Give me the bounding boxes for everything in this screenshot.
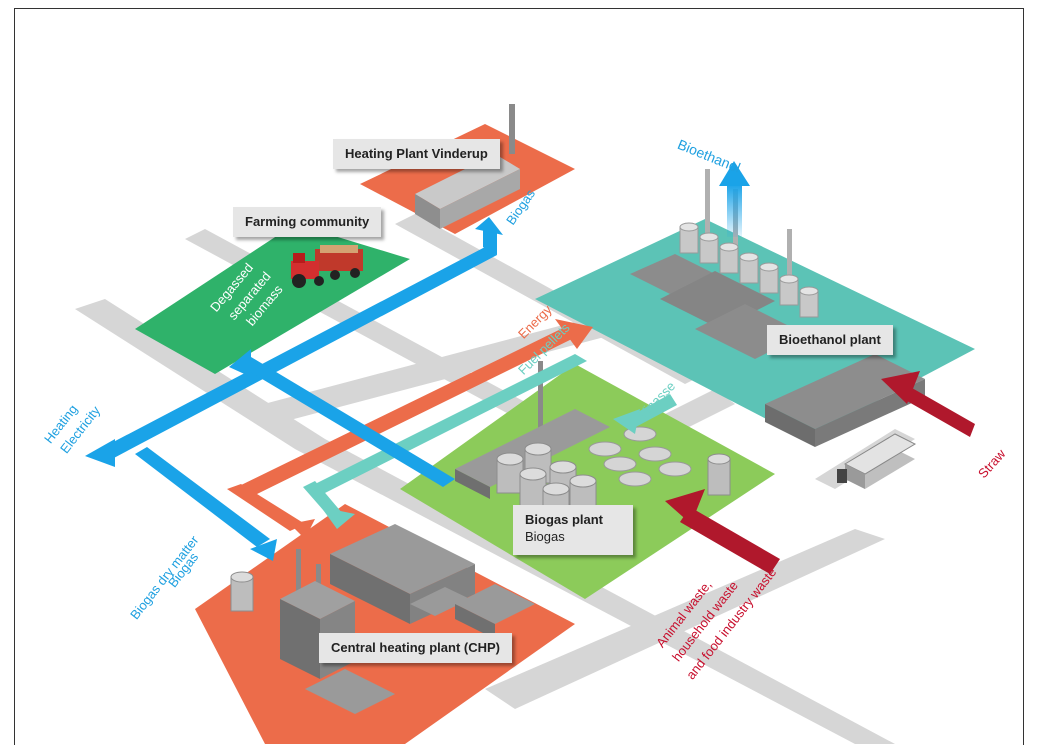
energy-arrow [227, 319, 593, 539]
heating-plant-vinderup-label: Heating Plant Vinderup [333, 139, 500, 169]
chp-area [195, 504, 575, 744]
waste-arrow [665, 489, 780, 574]
straw-arrow [881, 371, 975, 437]
biogas-blue-arrows [85, 217, 503, 561]
bioethanol-up-arrow [719, 161, 750, 237]
biogas-buildings [455, 361, 731, 524]
diagram-frame: Heating Plant Vinderup Farming community… [14, 8, 1024, 745]
bioethanol-tanks [679, 222, 819, 318]
vinasse-arrow [613, 394, 677, 434]
biogas-plant-title: Biogas plant [525, 512, 604, 527]
biogas-plant-label: Biogas plant Biogas [513, 505, 634, 555]
plant-map [75, 104, 975, 744]
chp-label: Central heating plant (CHP) [319, 633, 513, 663]
fuel-pellets-arrow [303, 354, 587, 529]
biogas-plant-sub: Biogas [525, 529, 565, 544]
farming-community-label: Farming community [233, 207, 382, 237]
bioethanol-plant-label: Bioethanol plant [767, 325, 893, 355]
tractor-icon [291, 245, 363, 288]
truck-icon [837, 433, 917, 489]
